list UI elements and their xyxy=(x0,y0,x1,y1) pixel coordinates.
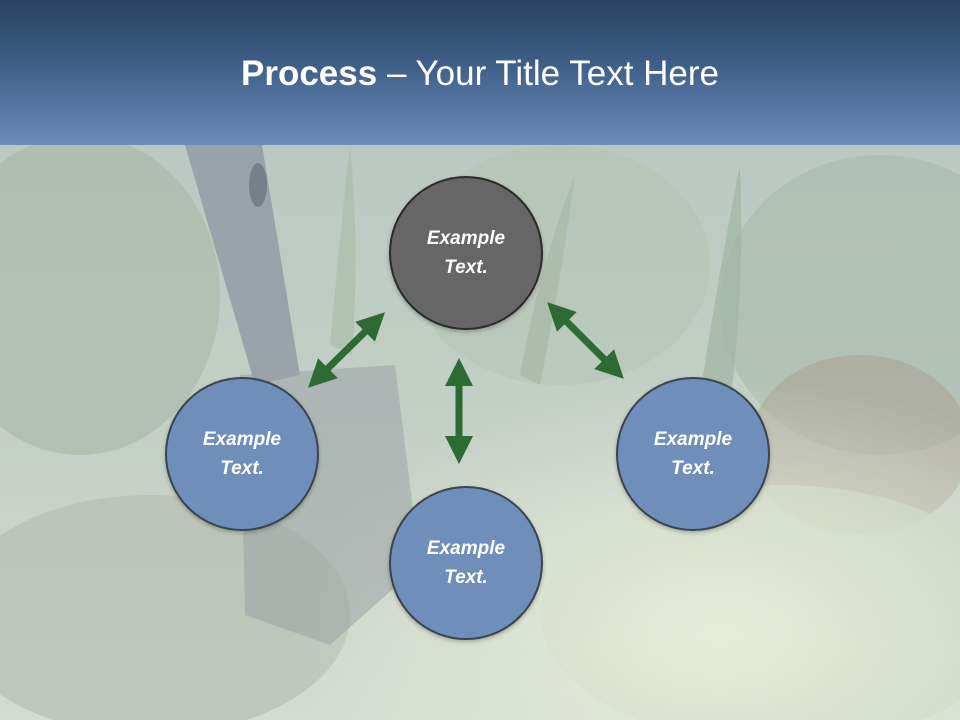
arrow-top-left xyxy=(308,312,385,388)
node-bottom-label: Example Text. xyxy=(426,538,506,588)
title-bold: Process xyxy=(241,54,378,93)
node-left-label: Example Text. xyxy=(202,429,282,479)
process-node-right: Example Text. xyxy=(616,377,770,531)
node-top-label: Example Text. xyxy=(426,228,506,278)
slide-title: Process – Your Title Text Here xyxy=(0,50,960,98)
background-photo xyxy=(0,145,960,720)
arrow-top-right xyxy=(547,302,624,379)
process-node-bottom: Example Text. xyxy=(389,486,543,640)
process-node-top: Example Text. xyxy=(389,176,543,330)
title-rest: – Your Title Text Here xyxy=(377,54,719,93)
title-bar: Process – Your Title Text Here xyxy=(0,0,960,145)
node-right-label: Example Text. xyxy=(653,429,733,479)
process-node-left: Example Text. xyxy=(165,377,319,531)
